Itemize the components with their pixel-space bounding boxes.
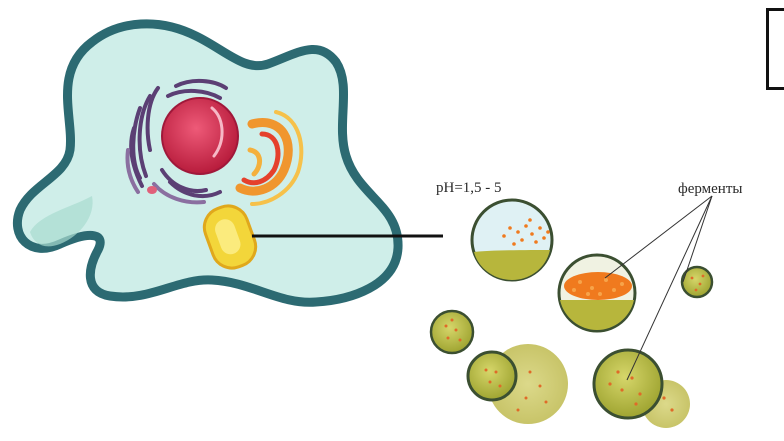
vesicle-cluster-right bbox=[594, 350, 690, 428]
pink-vesicle bbox=[147, 186, 157, 194]
vesicle-left bbox=[431, 311, 473, 353]
animal-cell bbox=[17, 24, 398, 302]
partial-frame bbox=[766, 8, 784, 90]
vesicle-cluster-middle bbox=[468, 344, 568, 424]
enzymes-label: ферменты bbox=[678, 181, 742, 198]
ph-label: pH=1,5 - 5 bbox=[436, 180, 502, 197]
primary-lysosome bbox=[472, 200, 552, 280]
enzyme-lysosome bbox=[559, 255, 635, 331]
nucleus bbox=[162, 98, 238, 174]
